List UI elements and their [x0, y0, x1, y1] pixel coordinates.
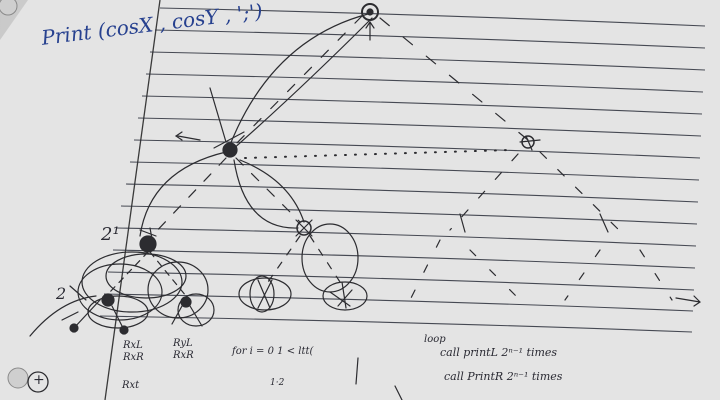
label-ryl: RyL: [173, 338, 193, 349]
label-rxr-left: RxR: [123, 352, 144, 363]
node-right-2: [296, 220, 312, 236]
node-left-1: [222, 142, 238, 158]
edge-root-right: [379, 17, 529, 141]
circled-plus-label: +: [33, 372, 45, 388]
margin-line: [104, 0, 161, 400]
two-power-one-label: 2¹: [101, 224, 120, 245]
call-printl-note: call printL 2ⁿ⁻¹ times: [440, 346, 558, 359]
circled-plus-mark: [27, 371, 49, 393]
call-printr-note: call PrintR 2ⁿ⁻¹ times: [444, 370, 563, 383]
dotted-link: [244, 149, 511, 159]
edge-root-left: [231, 15, 363, 149]
loop-sub-note: 1·2: [270, 378, 285, 388]
loop-label: loop: [424, 334, 446, 345]
two-left-label: 2: [56, 284, 67, 303]
label-rxl: RxL: [123, 340, 143, 351]
binder-holes: [0, 0, 29, 389]
recursion-tree: [29, 3, 701, 400]
rule-lines: [99, 7, 706, 333]
loop-header-note: for i = 0 1 < ltt(: [232, 346, 314, 357]
label-rxr-right: RxR: [173, 350, 194, 361]
node-left-3b: [180, 296, 192, 308]
label-rxt: Rxt: [122, 380, 140, 391]
